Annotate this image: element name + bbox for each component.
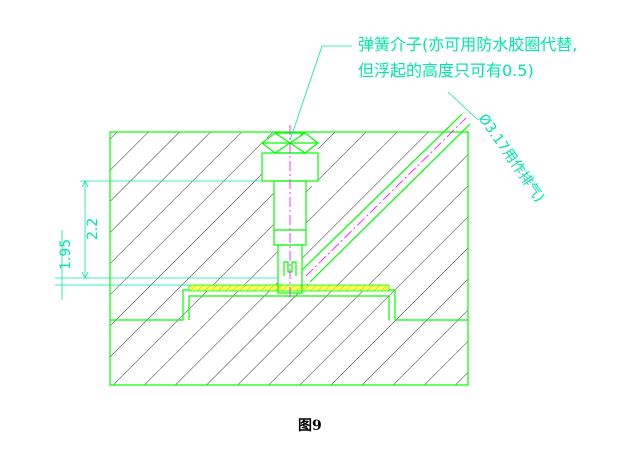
dimension-lines (55, 180, 278, 300)
vent-label-leader (447, 91, 479, 121)
annotation-leader (289, 45, 352, 141)
vent-diameter-label: Ø3.17用作排气) (475, 111, 548, 205)
figure-caption: 图9 (298, 418, 322, 434)
dimension-2-2: 2.2 (85, 218, 101, 240)
annotation-line-1: 弹簧介子(亦可用防水胶圈代替, (358, 35, 577, 54)
annotation-line-2: 但浮起的高度只可有0.5) (358, 61, 534, 80)
vent-centerline (305, 117, 467, 277)
spring-spacer (188, 284, 390, 292)
dimension-1-95: 1.95 (58, 239, 74, 270)
vent-channel (301, 113, 471, 283)
